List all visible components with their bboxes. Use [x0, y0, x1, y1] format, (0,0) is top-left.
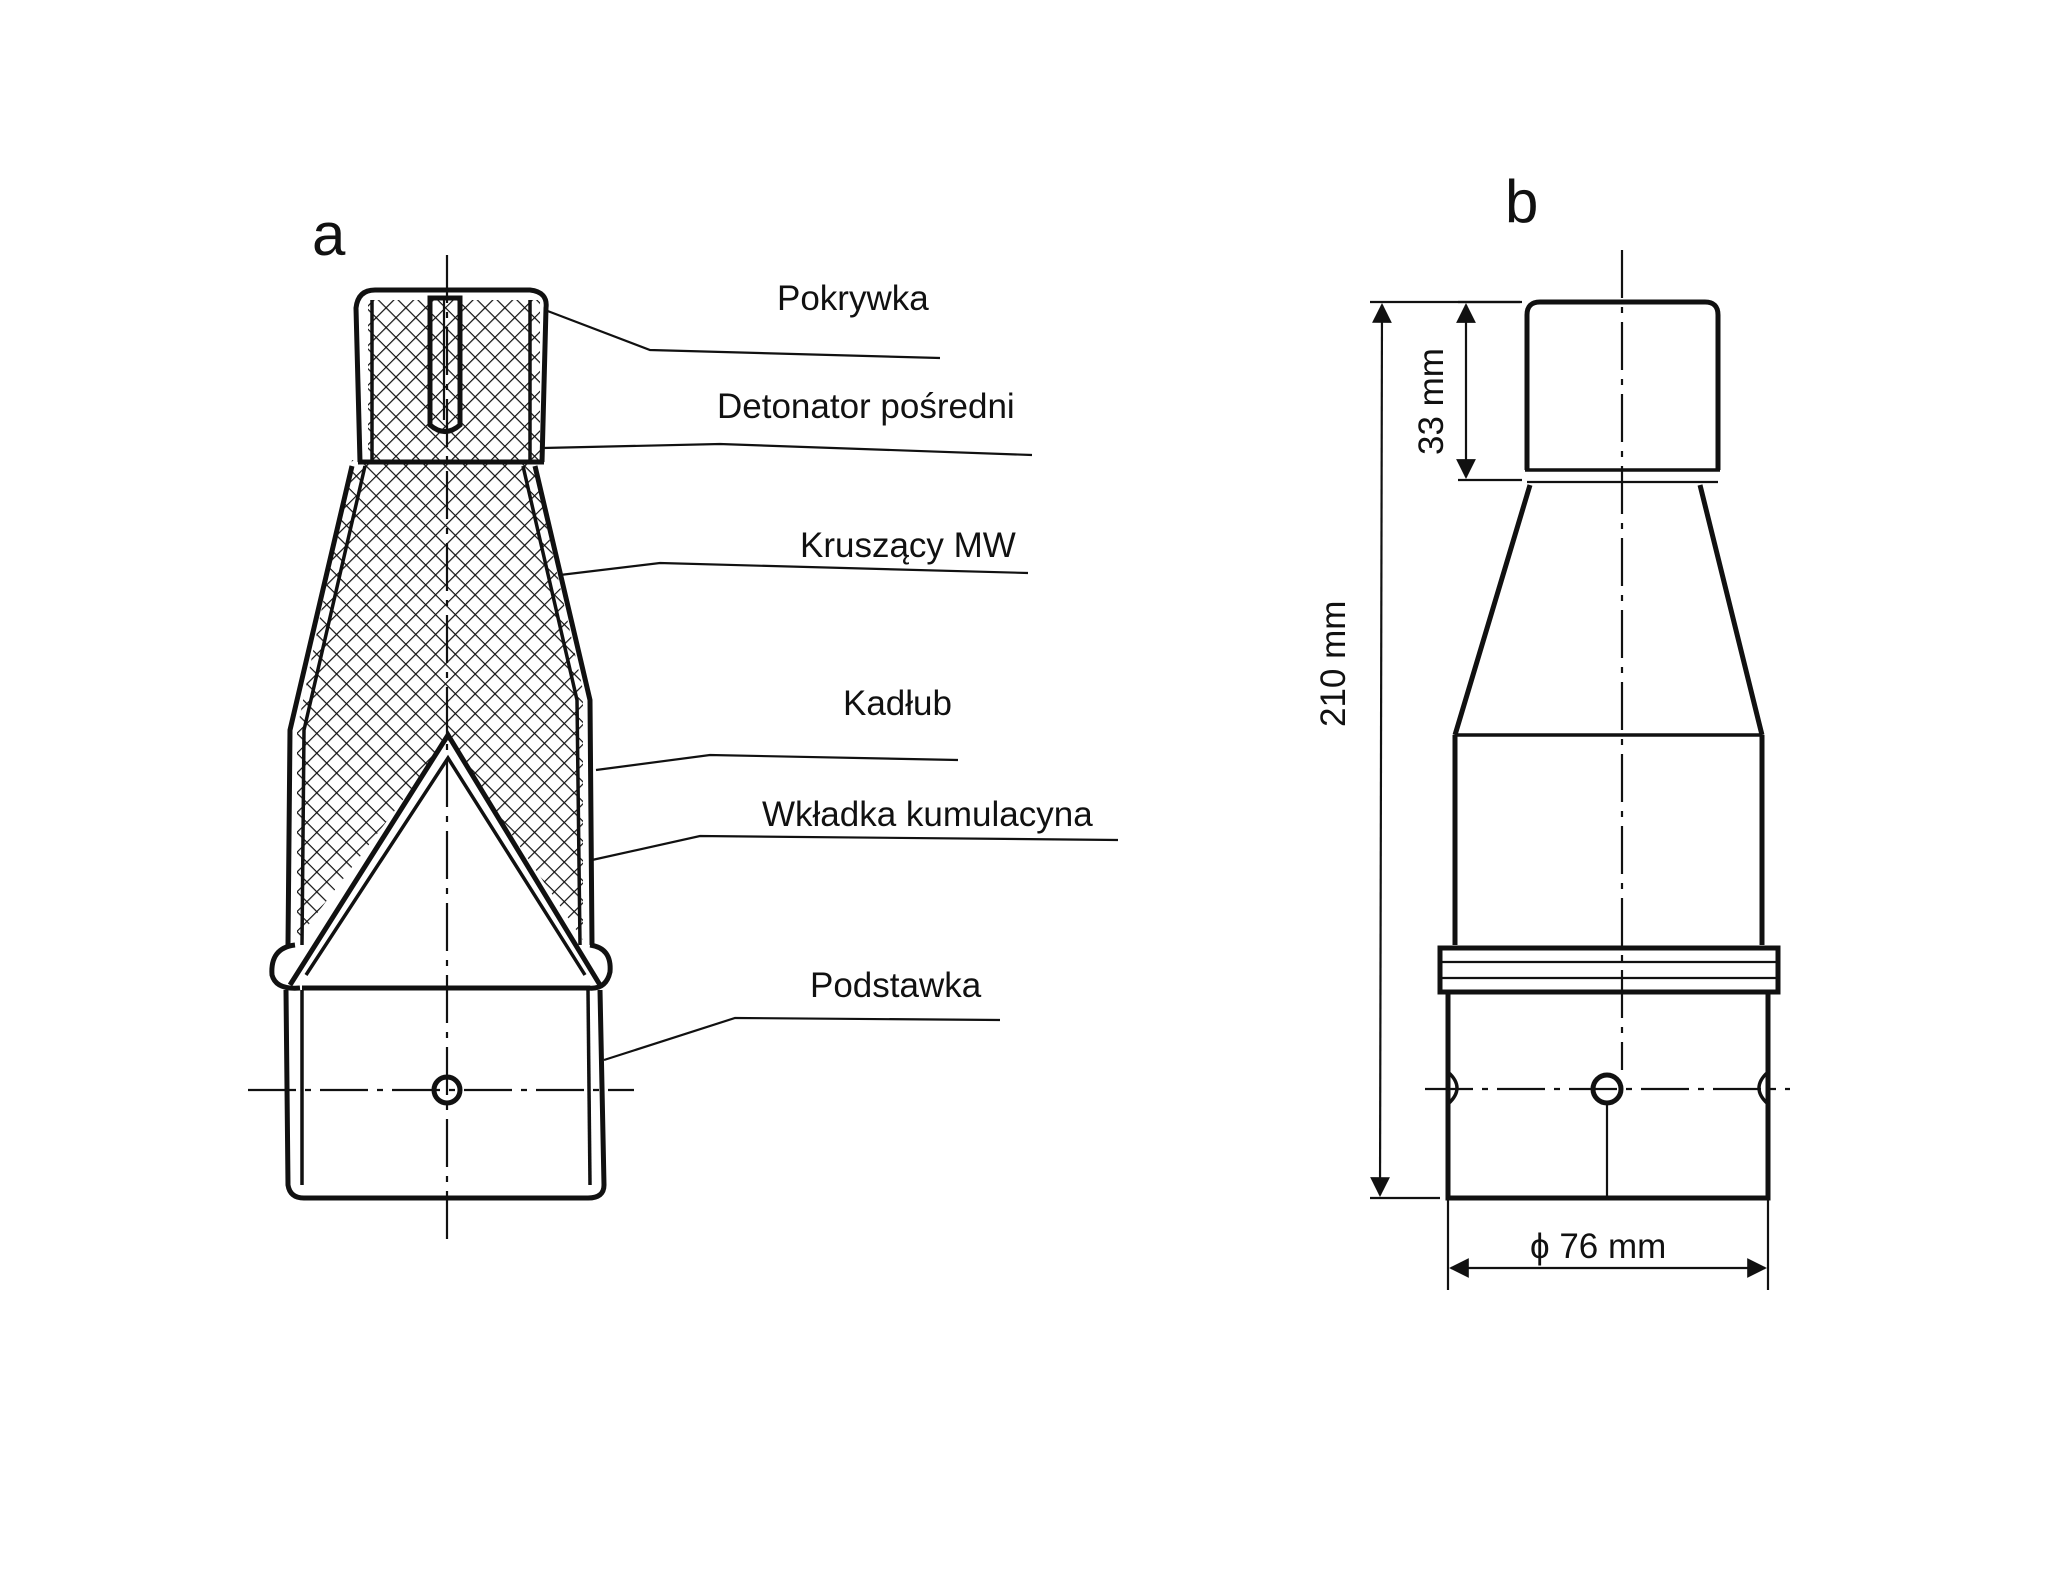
panel-a-letter: a	[312, 201, 346, 268]
leader-wkladka	[591, 834, 1119, 862]
panel-a-section-view: a	[248, 201, 1119, 1248]
label-pokrywka: Pokrywka	[777, 279, 929, 318]
leader-kadlub	[595, 753, 959, 772]
base-inner-right	[586, 989, 592, 1186]
label-kruszacy: Kruszący MW	[800, 526, 1016, 565]
b-flange-ring	[1437, 945, 1781, 995]
body-outline-inner-right	[521, 465, 582, 946]
label-kadlub: Kadłub	[843, 684, 952, 723]
dim-210-line	[1370, 303, 1392, 1197]
panel-b-letter: b	[1505, 168, 1538, 235]
flange-right	[587, 942, 613, 991]
label-wkladka: Wkładka kumulacyna	[762, 795, 1093, 834]
b-cylinder-outline	[1452, 735, 1765, 945]
b-cap-outline	[1524, 299, 1721, 470]
body-outline-right	[532, 465, 595, 946]
b-cone-outline	[1452, 484, 1765, 736]
flange-left	[269, 942, 301, 991]
leader-kruszacy	[559, 561, 1029, 577]
panel-b-external-view: b 33 mm 210 mm	[1314, 168, 1790, 1290]
dim-diameter: ϕ 76 mm	[1530, 1227, 1666, 1266]
liner-cone-inner	[304, 754, 587, 976]
dim-total-height: 210 mm	[1314, 601, 1353, 727]
explosive-filling	[297, 300, 583, 940]
body-outline	[285, 465, 355, 946]
label-detonator: Detonator pośredni	[717, 387, 1015, 426]
dim-cap-height: 33 mm	[1412, 348, 1451, 455]
label-podstawka: Podstawka	[810, 966, 982, 1005]
leader-detonator	[542, 442, 1033, 457]
leader-podstawka	[603, 1016, 1001, 1062]
cap-outline	[353, 287, 549, 463]
leader-pokrywka	[544, 308, 941, 360]
base-outline	[283, 985, 607, 1201]
body-outline-inner-left	[300, 465, 367, 946]
